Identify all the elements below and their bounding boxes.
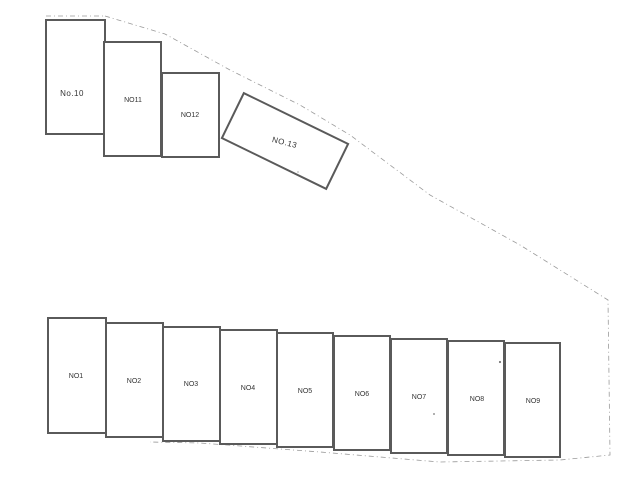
lot-8-label: NO8 [470, 396, 485, 403]
lot-2: NO2 [105, 322, 164, 438]
lot-5-outline [276, 332, 334, 448]
lot-3: NO3 [162, 326, 221, 442]
lot-7-label: NO7 [412, 394, 427, 401]
lot-3-outline [162, 326, 221, 442]
lot-5-label: NO5 [298, 388, 313, 395]
lot-6: NO6 [333, 335, 391, 451]
lot-6-label: NO6 [355, 391, 370, 398]
lot-8: NO8 [447, 340, 505, 456]
lot-1-outline [47, 317, 107, 434]
lot-11-label: NO11 [124, 97, 142, 104]
lot-5: NO5 [276, 332, 334, 448]
lot-2-outline [105, 322, 164, 438]
lot-11-outline [103, 41, 162, 157]
lot-10: No.10 [45, 19, 106, 135]
lot-9-label: NO9 [526, 398, 541, 405]
lot-9: NO9 [504, 342, 561, 458]
lot-13-outline [220, 91, 350, 191]
lot-3-label: NO3 [184, 381, 199, 388]
lot-12-outline [161, 72, 220, 158]
lot-1: NO1 [47, 317, 107, 434]
lot-12-label: NO12 [181, 112, 199, 119]
lot-4: NO4 [219, 329, 278, 445]
lot-10-outline [45, 19, 106, 135]
scan-speck [498, 360, 502, 364]
lot-1-label: NO1 [69, 373, 84, 380]
lot-7: NO7 [390, 338, 448, 454]
lot-12: NO12 [161, 72, 220, 158]
lot-13: NO.13 [220, 91, 350, 191]
lot-11: NO11 [103, 41, 162, 157]
lot-4-label: NO4 [241, 385, 256, 392]
scan-speck [433, 413, 435, 415]
lot-10-label: No.10 [60, 89, 84, 98]
lot-6-outline [333, 335, 391, 451]
lot-8-outline [447, 340, 505, 456]
lot-9-outline [504, 342, 561, 458]
lot-2-label: NO2 [127, 378, 142, 385]
scan-speck [297, 171, 299, 173]
lot-7-outline [390, 338, 448, 454]
lot-4-outline [219, 329, 278, 445]
site-boundary-line [104, 15, 611, 463]
